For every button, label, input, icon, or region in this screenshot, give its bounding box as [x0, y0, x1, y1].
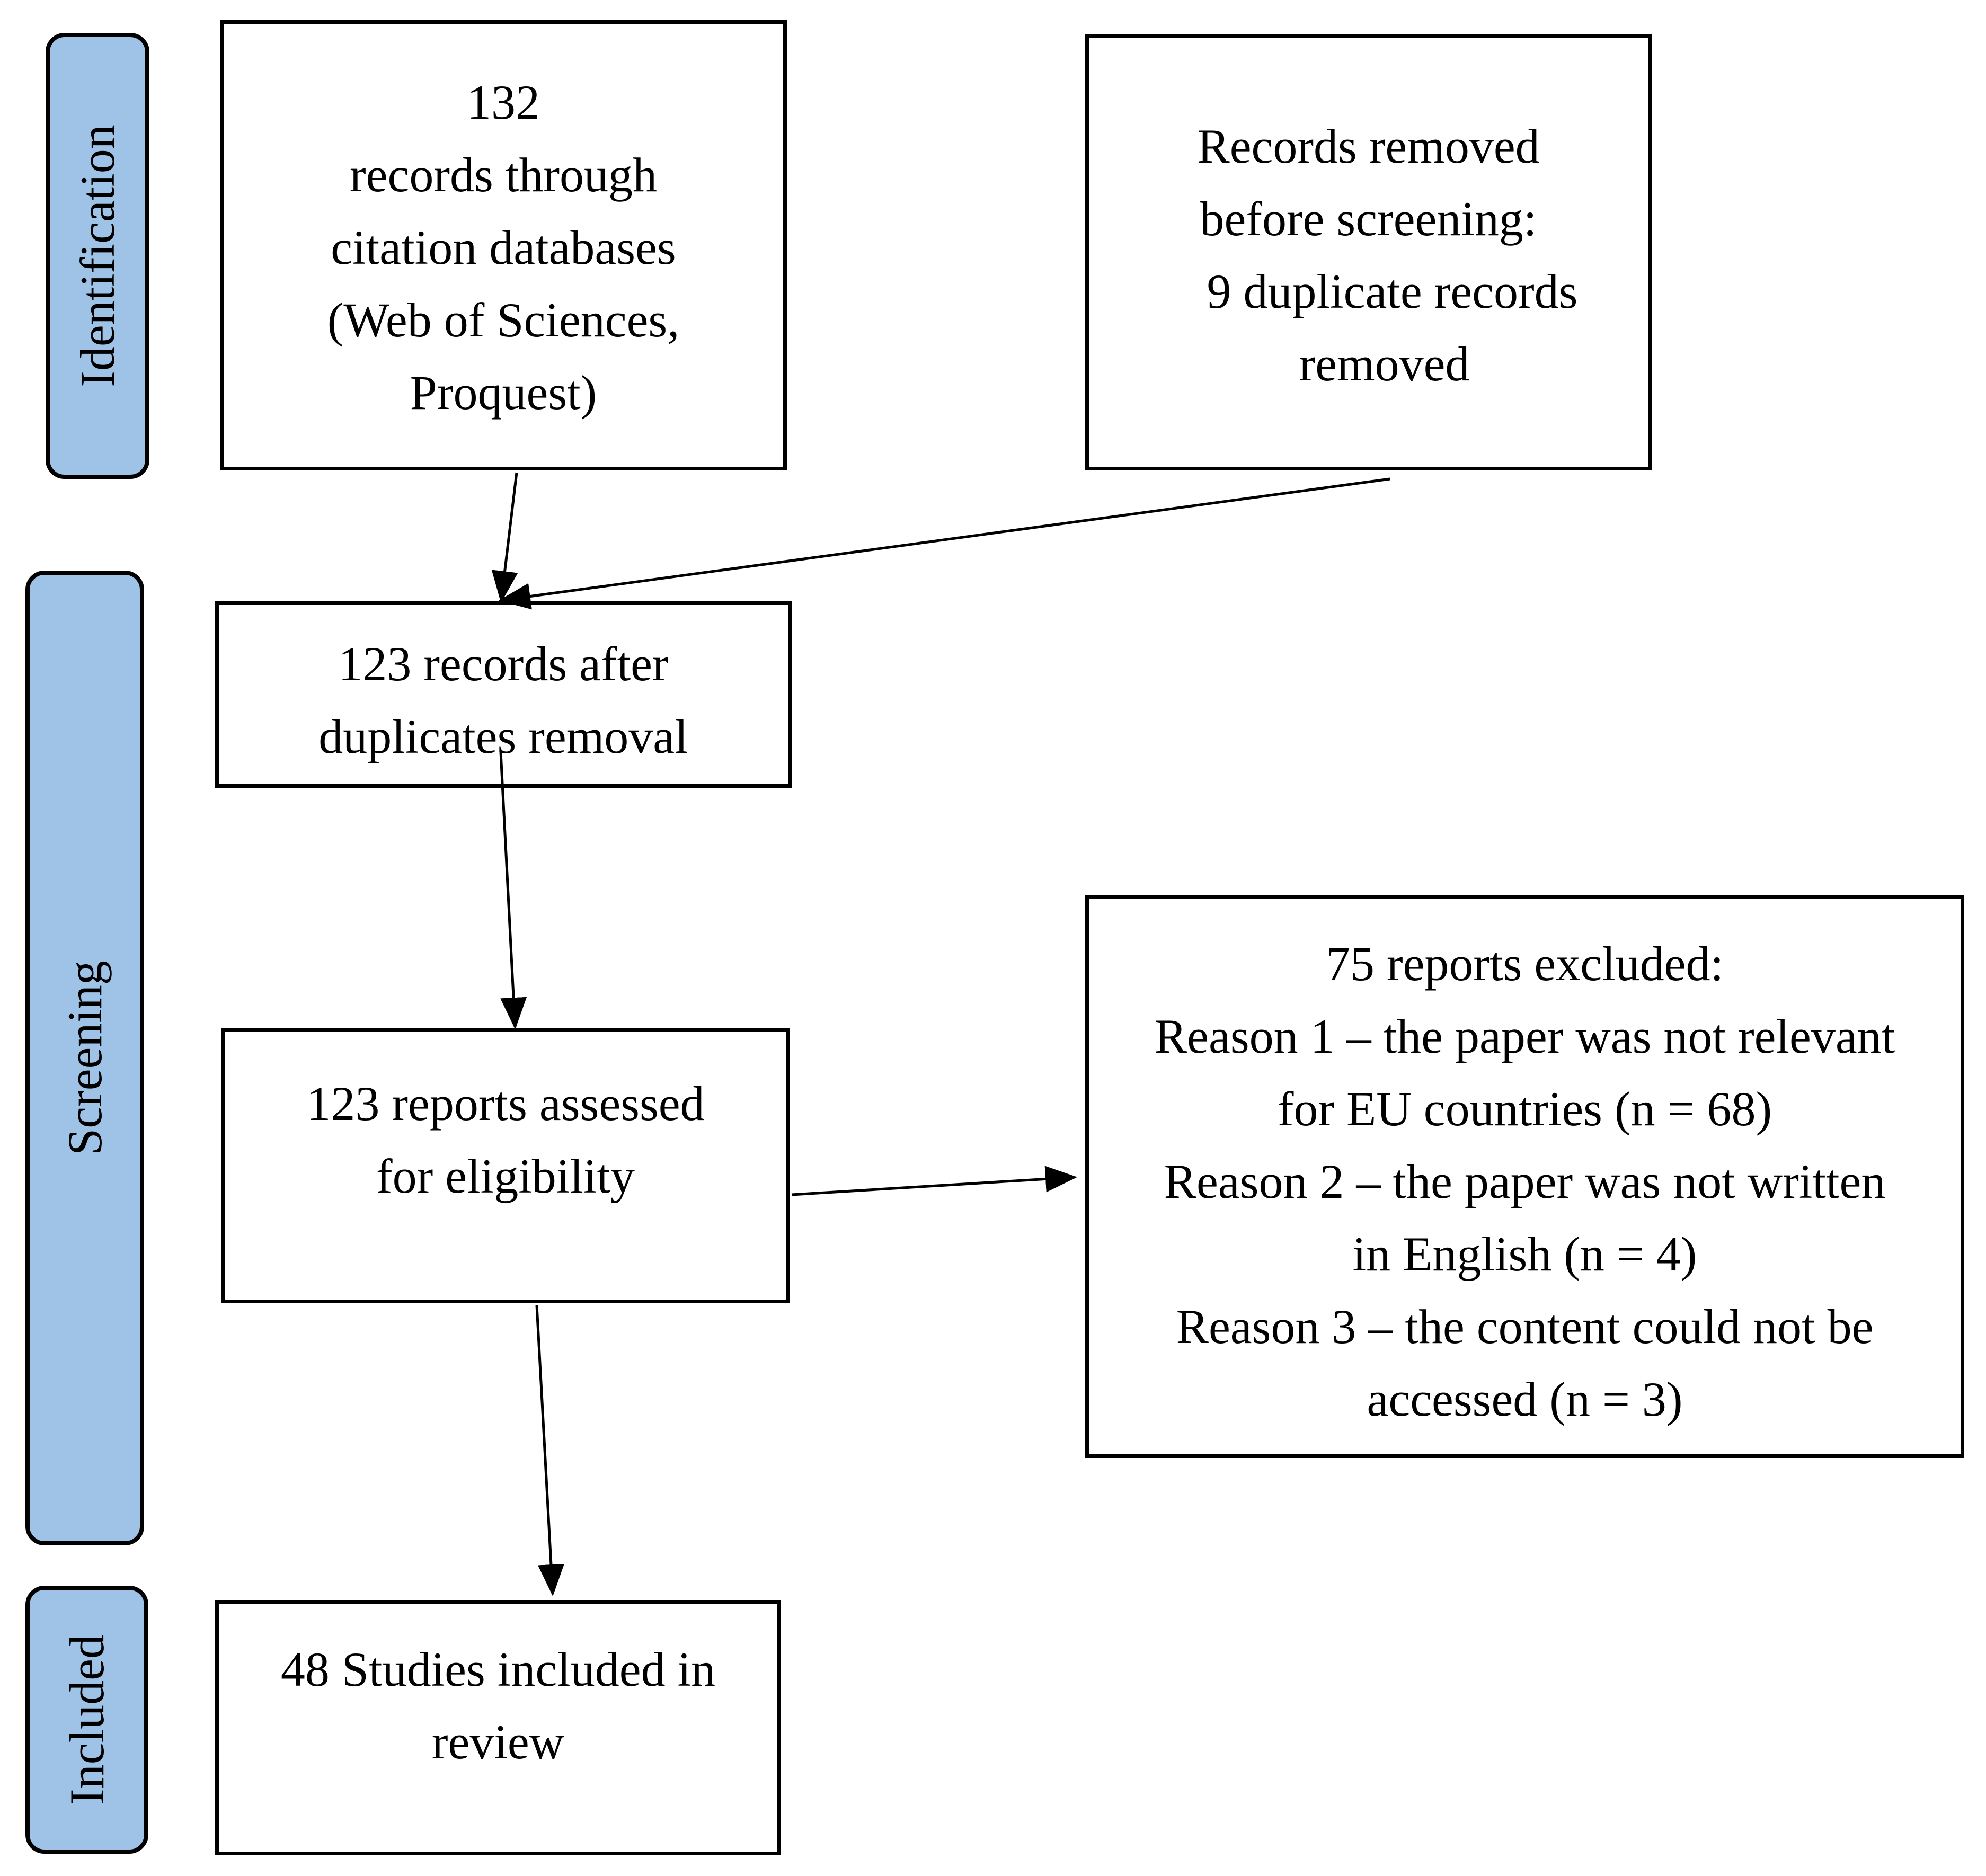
after-duplicates-text: 123 records after duplicates removal: [219, 628, 788, 773]
records-identified-line: citation databases: [331, 220, 676, 274]
records-identified-line: (Web of Sciences,: [327, 293, 680, 347]
records-identified-text: 132 records through citation databases (…: [224, 66, 783, 429]
excluded-line: for EU countries (n = 68): [1277, 1082, 1772, 1136]
records-removed-line: removed: [1299, 337, 1470, 391]
excluded-line: Reason 1 – the paper was not relevant: [1154, 1009, 1895, 1063]
stage-included: Included: [25, 1586, 148, 1854]
excluded-line: Reason 2 – the paper was not written: [1164, 1154, 1886, 1208]
arrow-removed-to-after-duplicates: [499, 477, 1390, 610]
records-identified-box: 132 records through citation databases (…: [220, 20, 787, 470]
arrow-assessed-to-included: [535, 1305, 564, 1596]
records-identified-line: records through: [350, 148, 657, 202]
records-removed-line: 9 duplicate records: [1207, 264, 1578, 318]
after-duplicates-box: 123 records after duplicates removal: [215, 601, 792, 788]
included-text: 48 Studies included in review: [219, 1633, 777, 1779]
records-removed-line: Records removed: [1197, 119, 1540, 173]
included-line: 48 Studies included in: [280, 1642, 716, 1696]
after-duplicates-line: duplicates removal: [318, 709, 688, 763]
assessed-line: 123 reports assessed: [306, 1077, 705, 1131]
included-box: 48 Studies included in review: [215, 1600, 781, 1855]
records-removed-text: Records removed before screening: 9 dupl…: [1089, 110, 1648, 401]
included-line: review: [431, 1715, 565, 1769]
excluded-line: accessed (n = 3): [1367, 1372, 1683, 1426]
stage-identification: Identification: [46, 33, 149, 479]
excluded-line: Reason 3 – the content could not be: [1176, 1300, 1874, 1354]
excluded-line: in English (n = 4): [1352, 1227, 1697, 1281]
arrow-after-duplicates-to-assessed: [499, 752, 527, 1029]
records-identified-line: 132: [467, 75, 540, 129]
records-identified-line: Proquest): [410, 366, 597, 420]
excluded-text: 75 reports excluded: Reason 1 – the pape…: [1089, 928, 1961, 1436]
assessed-line: for eligibility: [376, 1149, 635, 1203]
arrow-identified-to-after-duplicates: [491, 472, 518, 603]
excluded-box: 75 reports excluded: Reason 1 – the pape…: [1085, 895, 1964, 1458]
records-removed-line: before screening:: [1200, 192, 1537, 246]
assessed-text: 123 reports assessed for eligibility: [225, 1068, 786, 1213]
arrow-assessed-to-excluded: [791, 1166, 1077, 1196]
stage-screening: Screening: [25, 571, 144, 1545]
assessed-box: 123 reports assessed for eligibility: [221, 1028, 790, 1303]
records-removed-box: Records removed before screening: 9 dupl…: [1085, 34, 1652, 470]
excluded-line: 75 reports excluded:: [1325, 937, 1724, 991]
after-duplicates-line: 123 records after: [338, 637, 669, 691]
